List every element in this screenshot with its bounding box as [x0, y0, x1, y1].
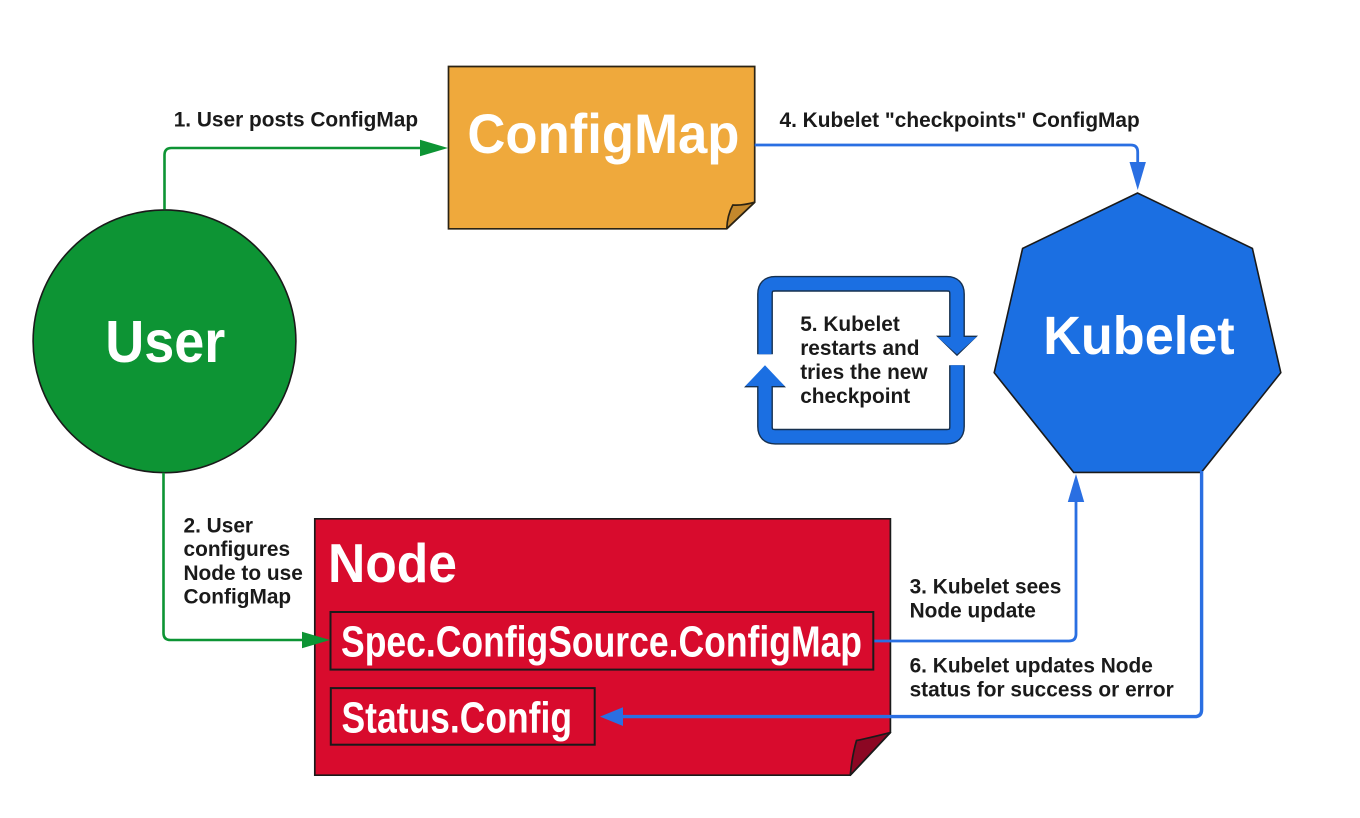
- svg-text:tries the new: tries the new: [800, 361, 928, 384]
- svg-text:2. User: 2. User: [184, 515, 254, 538]
- svg-text:4. Kubelet "checkpoints" Confi: 4. Kubelet "checkpoints" ConfigMap: [780, 109, 1140, 132]
- svg-text:3. Kubelet sees: 3. Kubelet sees: [910, 575, 1062, 598]
- svg-text:ConfigMap: ConfigMap: [184, 586, 292, 609]
- svg-text:User: User: [105, 309, 225, 375]
- svg-text:configures: configures: [184, 538, 291, 561]
- svg-text:Status.Config: Status.Config: [342, 694, 573, 742]
- svg-text:ConfigMap: ConfigMap: [467, 103, 739, 165]
- svg-text:Node: Node: [328, 533, 457, 594]
- svg-text:Spec.ConfigSource.ConfigMap: Spec.ConfigSource.ConfigMap: [341, 619, 862, 667]
- svg-text:1. User posts ConfigMap: 1. User posts ConfigMap: [174, 109, 418, 132]
- svg-text:6. Kubelet updates Node: 6. Kubelet updates Node: [910, 655, 1153, 678]
- svg-text:Node to use: Node to use: [184, 562, 303, 585]
- svg-text:Node update: Node update: [910, 599, 1036, 622]
- svg-text:checkpoint: checkpoint: [800, 385, 910, 408]
- svg-text:5. Kubelet: 5. Kubelet: [800, 313, 900, 336]
- svg-text:restarts and: restarts and: [800, 337, 919, 360]
- svg-text:Kubelet: Kubelet: [1043, 306, 1235, 366]
- svg-text:status for success or error: status for success or error: [910, 678, 1174, 701]
